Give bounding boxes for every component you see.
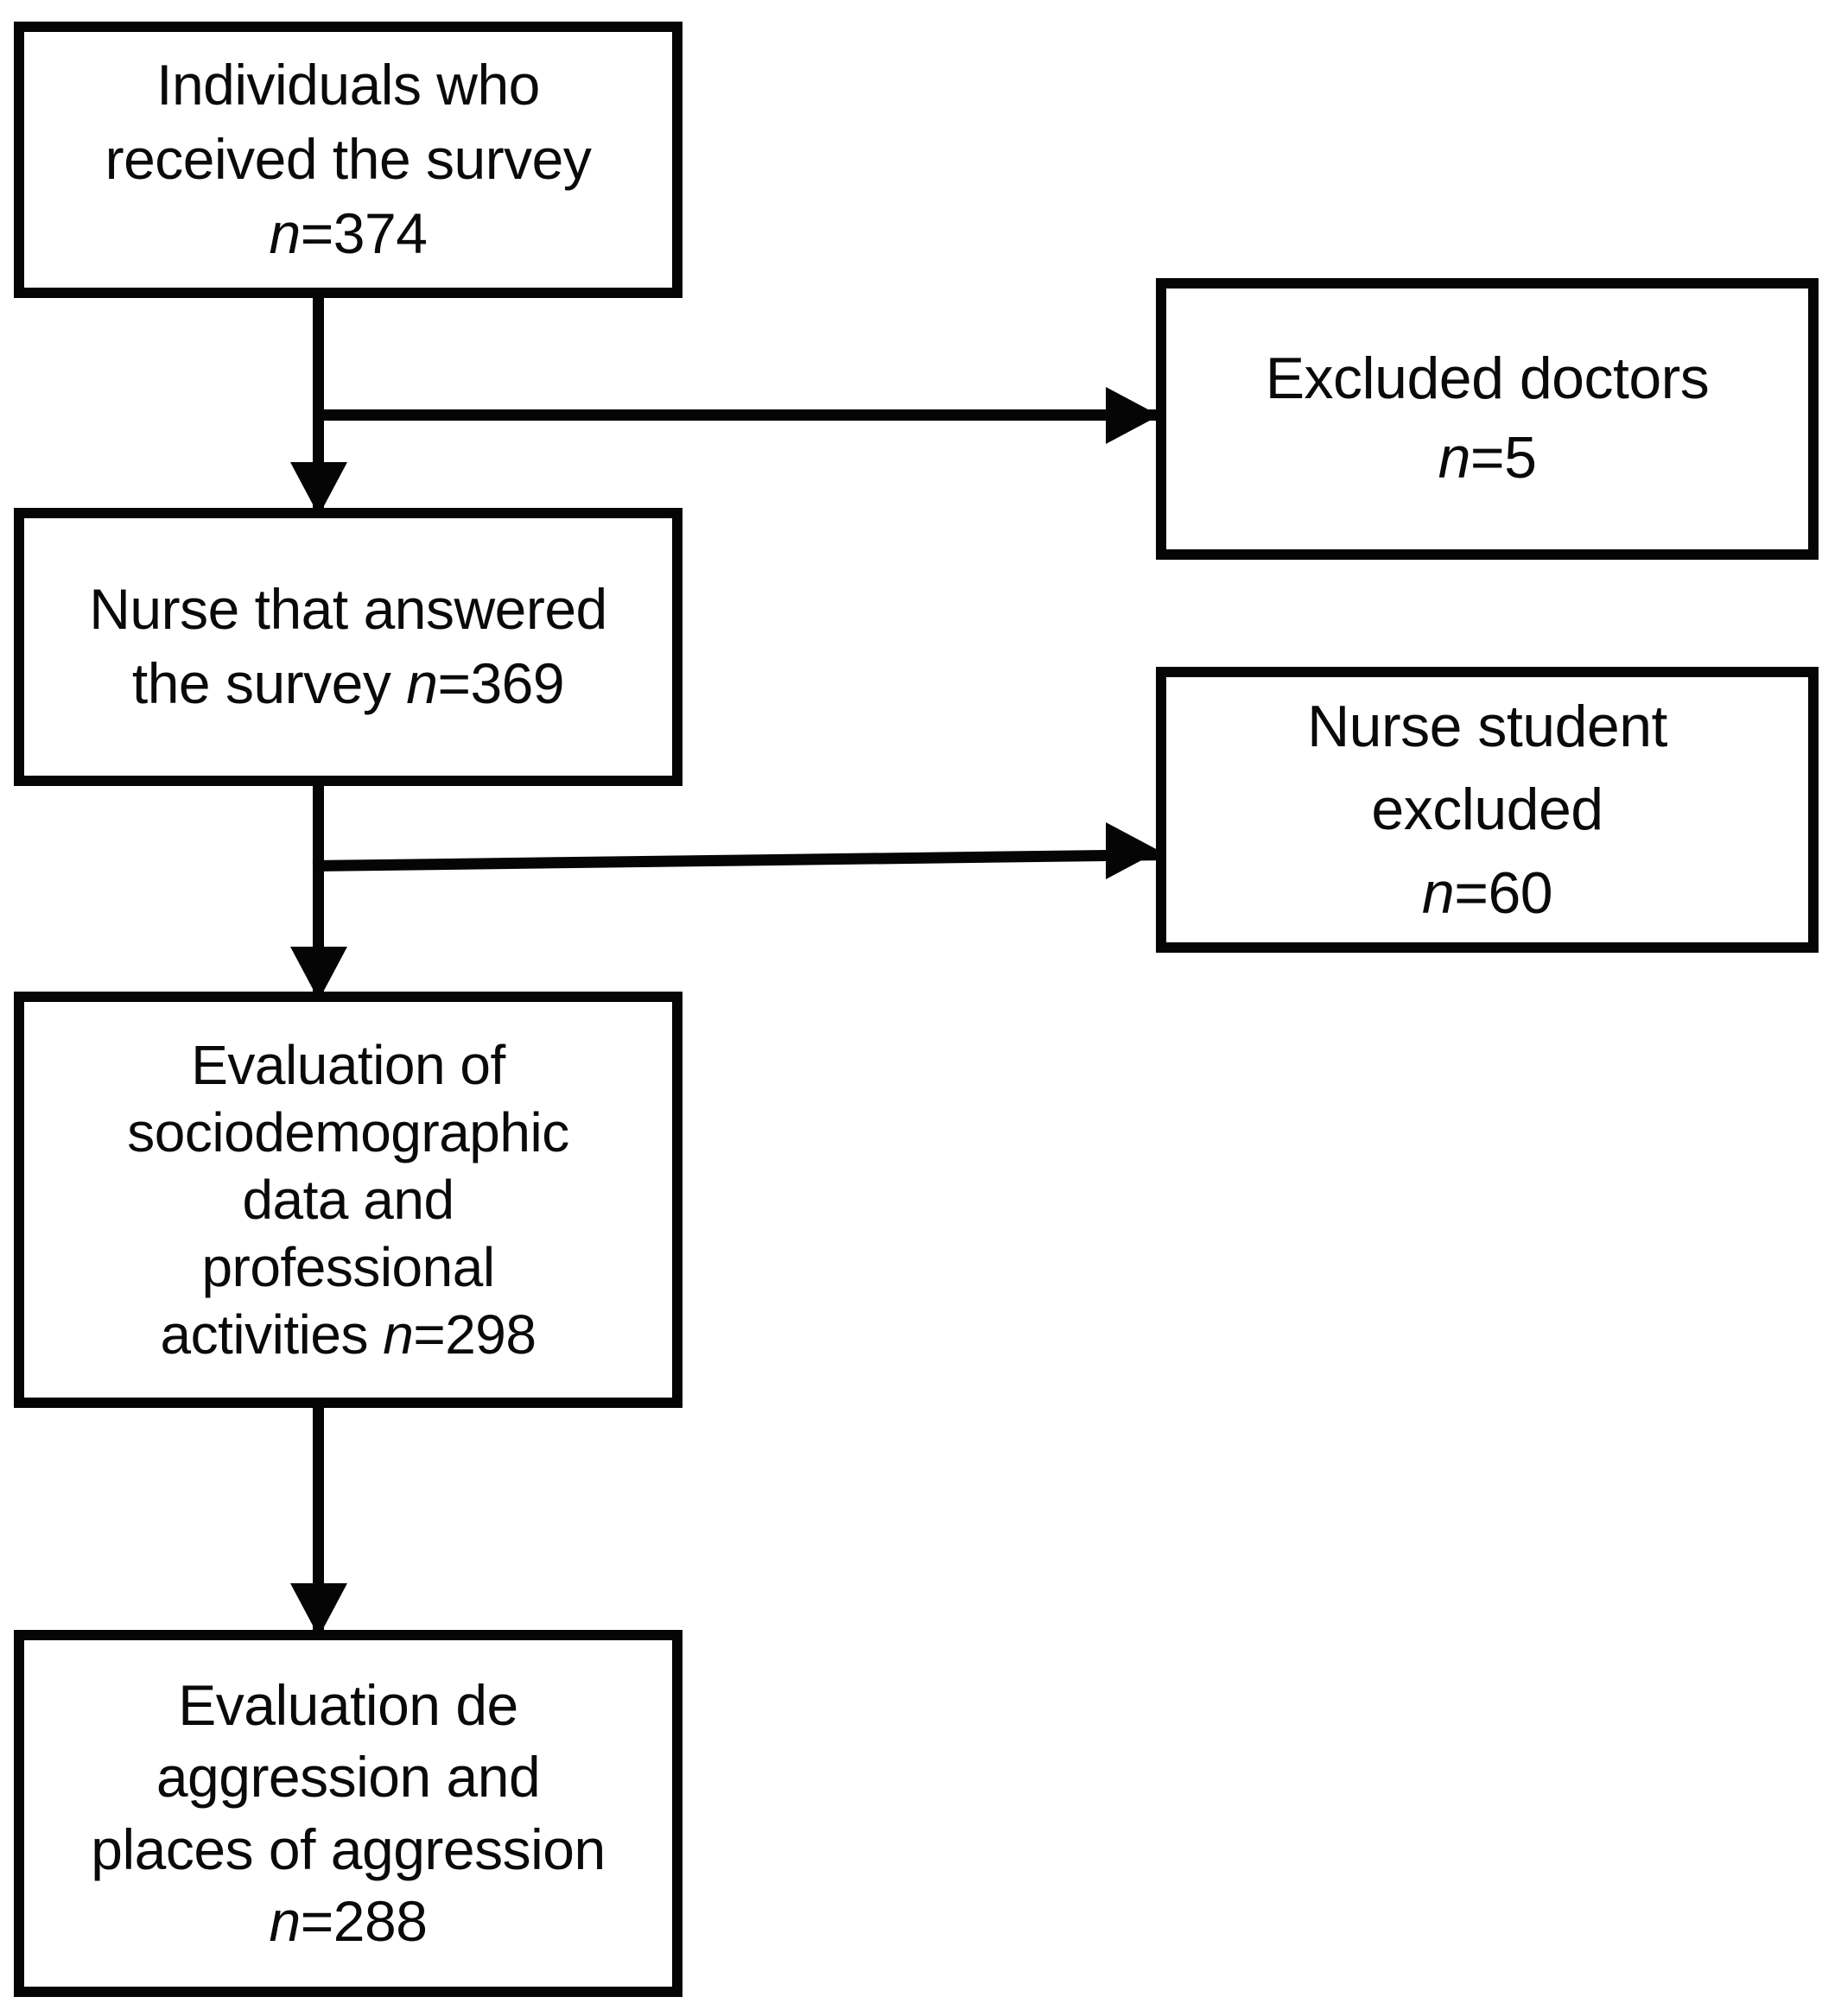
node-sociodem-line-3: data and	[242, 1168, 454, 1231]
node-evaluation-sociodemographic: Evaluation of sociodemographic data and …	[14, 992, 682, 1408]
node-sociodem-line-5: activities n=298	[161, 1301, 536, 1368]
node-students-line-2: excluded	[1371, 777, 1603, 843]
node-doctors-count: n=5	[1438, 419, 1537, 498]
node-aggress-n-symbol: n	[269, 1888, 302, 1953]
node-received-n-value: =374	[300, 200, 428, 265]
node-received-line-1: Individuals who	[156, 53, 540, 117]
node-aggress-n-value: =288	[300, 1888, 428, 1953]
connector-answered-to-excluded-students	[312, 849, 1160, 872]
node-answered-n-symbol: n	[406, 651, 438, 715]
node-sociodem-line-5-text: activities	[160, 1303, 384, 1366]
node-answered-n-value: =369	[437, 651, 565, 715]
arrowhead-right-to-excluded-doctors	[1106, 387, 1159, 444]
node-sociodem-line-4: professional	[201, 1236, 495, 1299]
node-doctors-line-1: Excluded doctors	[1265, 346, 1710, 412]
arrowhead-down-to-answered	[290, 462, 347, 516]
node-doctors-n-value: =5	[1470, 425, 1537, 491]
node-answered-line-2-text: the survey	[131, 651, 407, 715]
node-excluded-doctors: Excluded doctors n=5	[1156, 278, 1819, 560]
connector-received-to-answered	[313, 298, 324, 514]
node-students-line-1: Nurse student	[1307, 693, 1667, 759]
node-answered-line-1: Nurse that answered	[89, 577, 607, 642]
node-nurse-student-excluded: Nurse student excluded n=60	[1156, 667, 1819, 953]
connector-received-to-excluded-doctors	[313, 409, 1159, 421]
node-sociodem-line-2: sociodemographic	[127, 1100, 569, 1163]
node-evaluation-aggression: Evaluation de aggression and places of a…	[14, 1630, 682, 1997]
arrowhead-right-to-excluded-students	[1106, 822, 1159, 879]
node-received-n-symbol: n	[269, 200, 302, 265]
node-received-line-2: received the survey	[105, 127, 592, 192]
node-individuals-received-survey: Individuals who received the survey n=37…	[14, 22, 682, 298]
node-received-count: n=374	[270, 197, 428, 271]
node-nurse-answered-survey: Nurse that answered the survey n=369	[14, 508, 682, 786]
arrowhead-down-to-sociodemographic	[290, 947, 347, 1000]
node-aggress-line-3: places of aggression	[91, 1816, 606, 1881]
node-students-n-symbol: n	[1421, 859, 1455, 926]
connector-answered-to-sociodemographic	[313, 784, 324, 998]
arrowhead-down-to-aggression	[290, 1583, 347, 1637]
node-students-count: n=60	[1421, 852, 1553, 935]
node-aggress-count: n=288	[270, 1886, 428, 1957]
node-aggress-line-1: Evaluation de	[178, 1673, 518, 1738]
node-sociodem-n-value: =298	[413, 1303, 536, 1366]
node-sociodem-line-1: Evaluation of	[191, 1033, 505, 1096]
node-doctors-n-symbol: n	[1438, 425, 1471, 491]
node-students-n-value: =60	[1454, 859, 1553, 926]
node-aggress-line-2: aggression and	[156, 1745, 541, 1810]
connector-sociodemographic-to-aggression	[313, 1406, 324, 1635]
node-answered-line-2: the survey n=369	[131, 647, 565, 721]
node-sociodem-n-symbol: n	[383, 1303, 414, 1366]
